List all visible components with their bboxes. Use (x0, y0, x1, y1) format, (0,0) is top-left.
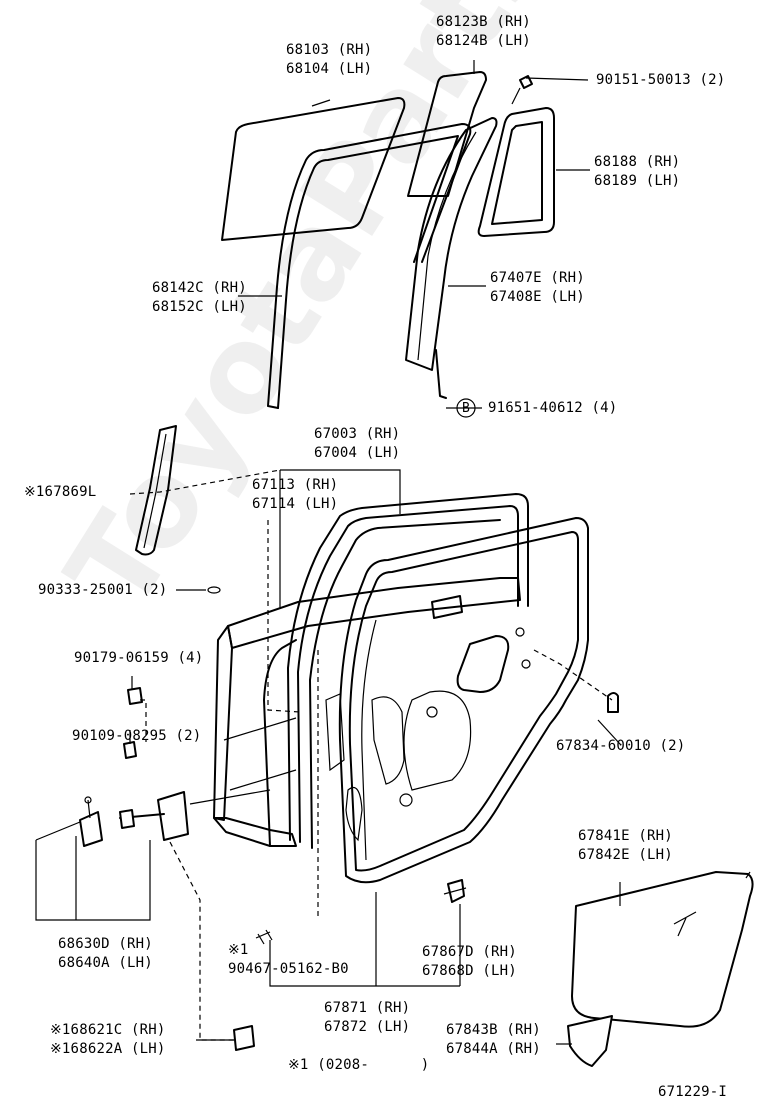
label-167869: ※167869L (24, 484, 97, 500)
label-67843: 67843B (RH) 67844A (RH) (446, 1022, 541, 1057)
plug-90333 (207, 586, 221, 594)
label-67841: 67841E (RH) 67842E (LH) (578, 828, 673, 863)
bolt-90109 (123, 741, 137, 759)
label-68123: 68123B (RH) 68124B (LH) (436, 14, 531, 49)
clip-67834 (607, 692, 619, 713)
label-168621: ※168621C (RH) ※168622A (LH) (50, 1022, 166, 1057)
glass-run-68142 (267, 123, 472, 409)
label-90179: 90179-06159 (4) (74, 650, 204, 666)
footnote: ※1 (0208- ) (288, 1057, 430, 1073)
door-check (119, 789, 271, 841)
hinge-68630 (79, 796, 103, 847)
label-67867: 67867D (RH) 67868D (LH) (422, 944, 517, 979)
label-67003: 67003 (RH) 67004 (LH) (314, 426, 401, 461)
weatherstrip-67871 (338, 517, 589, 884)
leader-lines (35, 60, 621, 1045)
door-glass-68103 (221, 97, 406, 241)
service-cover-67841 (571, 871, 754, 1028)
label-67834: 67834-60010 (2) (556, 738, 686, 754)
label-67407: 67407E (RH) 67408E (LH) (490, 270, 585, 305)
label-68142: 68142C (RH) 68152C (LH) (152, 280, 247, 315)
quarter-glass-68123 (407, 71, 487, 197)
label-68630: 68630D (RH) 68640A (LH) (58, 936, 153, 971)
cover-67843 (567, 1015, 613, 1067)
door-panel-67003 (213, 493, 529, 849)
callout-b: B (461, 401, 471, 416)
label-68188: 68188 (RH) 68189 (LH) (594, 154, 681, 189)
inner-panel-detail (325, 595, 531, 842)
label-91651: 91651-40612 (4) (488, 400, 618, 416)
drawing-number: 671229-I (658, 1084, 728, 1100)
label-67871: 67871 (RH) 67872 (LH) (324, 1000, 411, 1035)
label-67113: 67113 (RH) 67114 (LH) (252, 477, 339, 512)
clip-67867 (443, 879, 467, 903)
quarter-weatherstrip-68188 (477, 107, 555, 237)
label-90151: 90151-50013 (2) (596, 72, 726, 88)
cover-168621 (233, 1025, 255, 1051)
label-68103: 68103 (RH) 68104 (LH) (286, 42, 373, 77)
clip-90467 (255, 929, 273, 945)
bolt-90179 (127, 687, 143, 705)
label-90333: 90333-25001 (2) (38, 582, 168, 598)
division-bar-67407 (405, 117, 498, 399)
garnish-167869 (135, 425, 177, 556)
label-90467: ※1 90467-05162-B0 (228, 942, 349, 977)
label-90109: 90109-08295 (2) (72, 728, 202, 744)
screw-90151 (511, 75, 533, 105)
